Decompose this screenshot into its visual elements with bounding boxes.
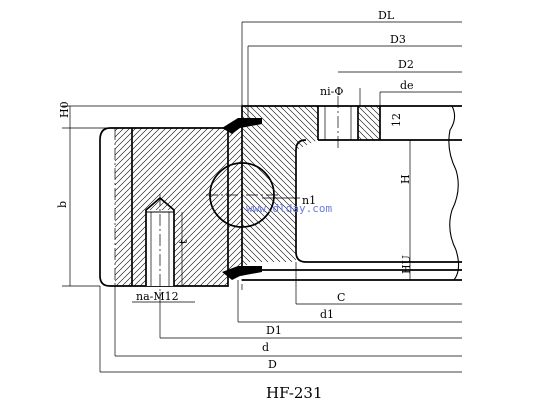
- label-ni-phi: ni-Φ: [320, 85, 343, 98]
- label-DL: DL: [378, 9, 395, 22]
- watermark: www.dlday.com: [246, 202, 332, 215]
- label-12: 12: [390, 113, 403, 127]
- right-vertical-dimensions: H HU: [399, 140, 413, 280]
- label-t: t: [177, 239, 190, 244]
- label-HU: HU: [400, 255, 413, 274]
- label-n1: n1: [302, 194, 316, 207]
- caption: HF-231: [266, 384, 323, 402]
- label-b: b: [56, 201, 69, 208]
- inner-ring: [241, 96, 462, 281]
- label-D2: D2: [398, 58, 414, 71]
- label-D: D: [268, 358, 277, 371]
- top-dimensions: DL D3 D2 de ni-Φ 12: [241, 9, 462, 127]
- left-dimensions: H0 b t: [56, 101, 242, 287]
- label-C: C: [337, 291, 345, 304]
- threaded-hole: [145, 194, 175, 292]
- label-d1: d1: [320, 308, 334, 321]
- seals: [222, 118, 262, 280]
- bottom-dimensions: na-M12 C d1 D1 d D: [99, 262, 462, 373]
- label-na-M12: na-M12: [136, 290, 179, 303]
- label-de: de: [400, 79, 414, 92]
- label-H0: H0: [58, 101, 71, 118]
- label-D1: D1: [266, 324, 282, 337]
- label-d: d: [262, 341, 269, 354]
- label-D3: D3: [390, 33, 406, 46]
- break-line: [448, 105, 460, 281]
- ball: [206, 104, 278, 290]
- label-H: H: [399, 174, 412, 184]
